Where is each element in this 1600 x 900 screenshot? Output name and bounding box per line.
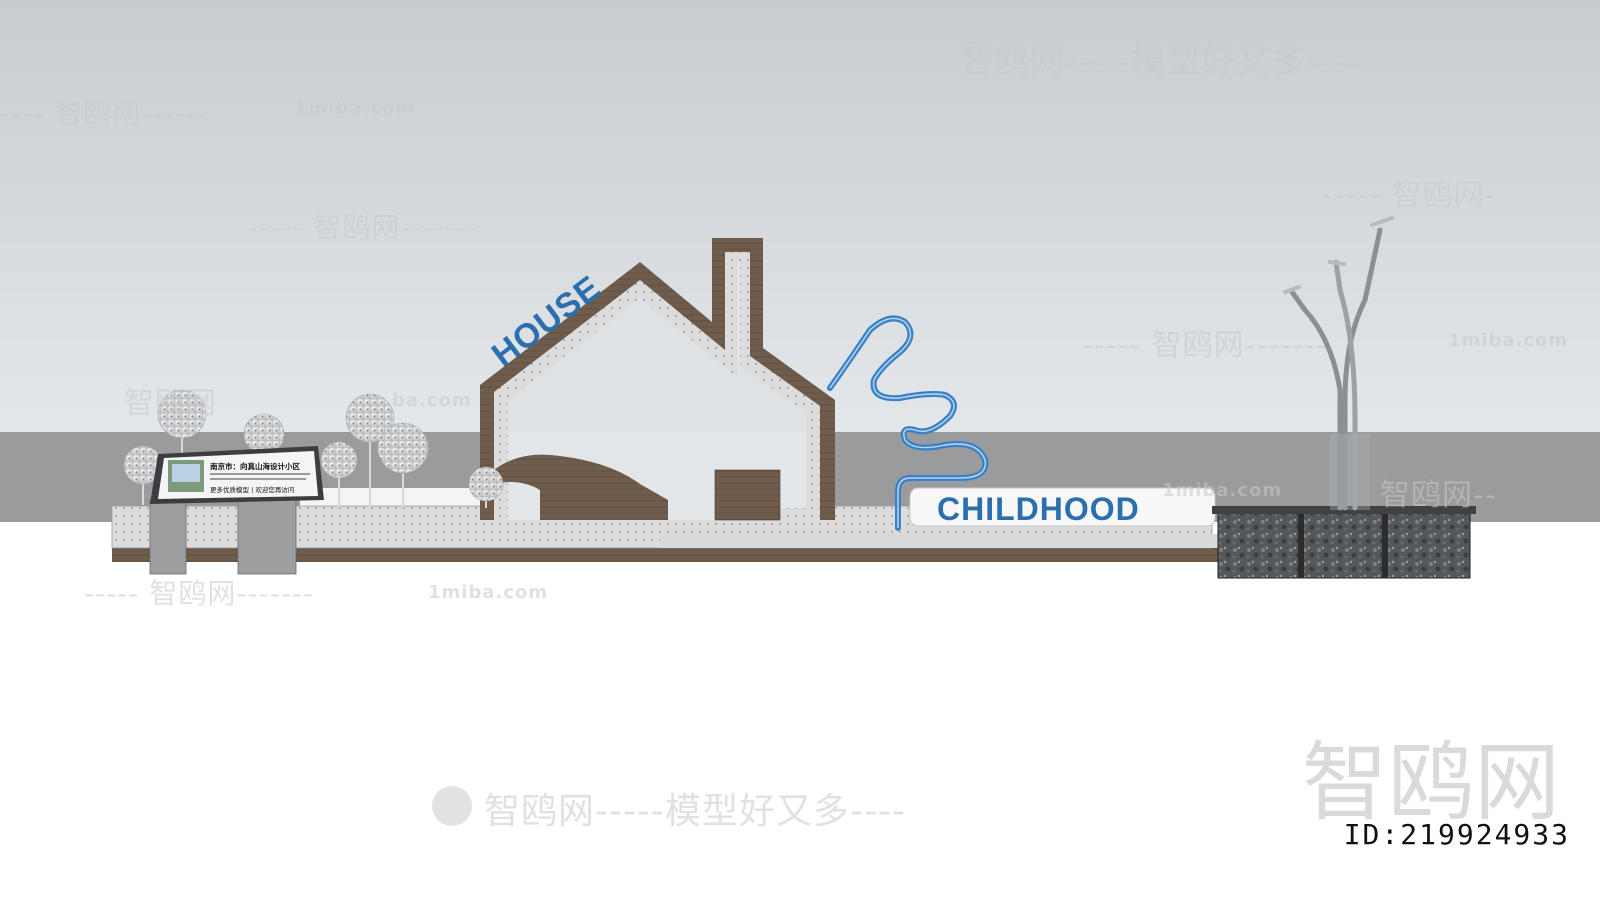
watermark-logo-icon bbox=[432, 786, 472, 826]
watermark-bottom-center: 智鸥网-----模型好又多---- bbox=[484, 791, 906, 832]
watermark-right-mid-url: 1miba.com bbox=[1448, 330, 1569, 351]
sign-text-line bbox=[210, 473, 310, 475]
sphere-trees bbox=[123, 389, 504, 508]
childhood-lettering: CHILDHOOD bbox=[937, 491, 1140, 527]
watermark-mid-left: ----- 智鸥网------- bbox=[248, 211, 479, 244]
house-sky-view bbox=[508, 298, 806, 432]
watermark-id: ID:219924933 bbox=[1343, 818, 1570, 851]
stone-planter bbox=[1217, 511, 1471, 579]
base-step bbox=[660, 534, 1220, 548]
watermark-right-upper: ----- 智鸥网- bbox=[1322, 178, 1497, 213]
sky-background bbox=[0, 0, 1600, 432]
watermark-right-mid: ----- 智鸥网------- bbox=[1082, 328, 1328, 363]
watermark-lower-left: ----- 智鸥网------- bbox=[84, 577, 315, 610]
wood-base-strip bbox=[112, 548, 1222, 562]
watermark-left-trees-url: ba.com bbox=[392, 390, 472, 411]
sign-text-line bbox=[210, 478, 306, 480]
curved-bench bbox=[494, 454, 668, 520]
ground bbox=[0, 522, 1600, 896]
serpentine-pipe-highlight bbox=[829, 317, 986, 528]
planter-joint-2 bbox=[1382, 512, 1388, 578]
watermark-top-left: ---- 智鸥网------ bbox=[0, 97, 208, 130]
watermark-big-logo: 智鸥网 bbox=[1302, 733, 1560, 833]
watermark-lower-left-url: 1miba.com bbox=[428, 582, 549, 603]
planter-joint-1 bbox=[1298, 512, 1304, 578]
back-wall-left bbox=[300, 488, 525, 508]
watermark-right-planter: 智鸥网-- bbox=[1380, 478, 1497, 513]
watermark-left-trees: 智鸥网 bbox=[124, 386, 217, 421]
light-poles bbox=[1283, 216, 1394, 511]
sign-title: 南京市：向真山海设计小区 bbox=[210, 461, 300, 471]
watermark-top-left-url: 1miba.com bbox=[295, 98, 416, 119]
wood-block bbox=[714, 469, 781, 521]
sign-footer: 更多优质模型 | 欢迎您再访问 bbox=[210, 485, 294, 494]
watermark-top-center: 智鸥网-----模型好又多---- bbox=[960, 42, 1360, 82]
watermark-childhood-url: 1miba.com bbox=[1162, 480, 1283, 501]
